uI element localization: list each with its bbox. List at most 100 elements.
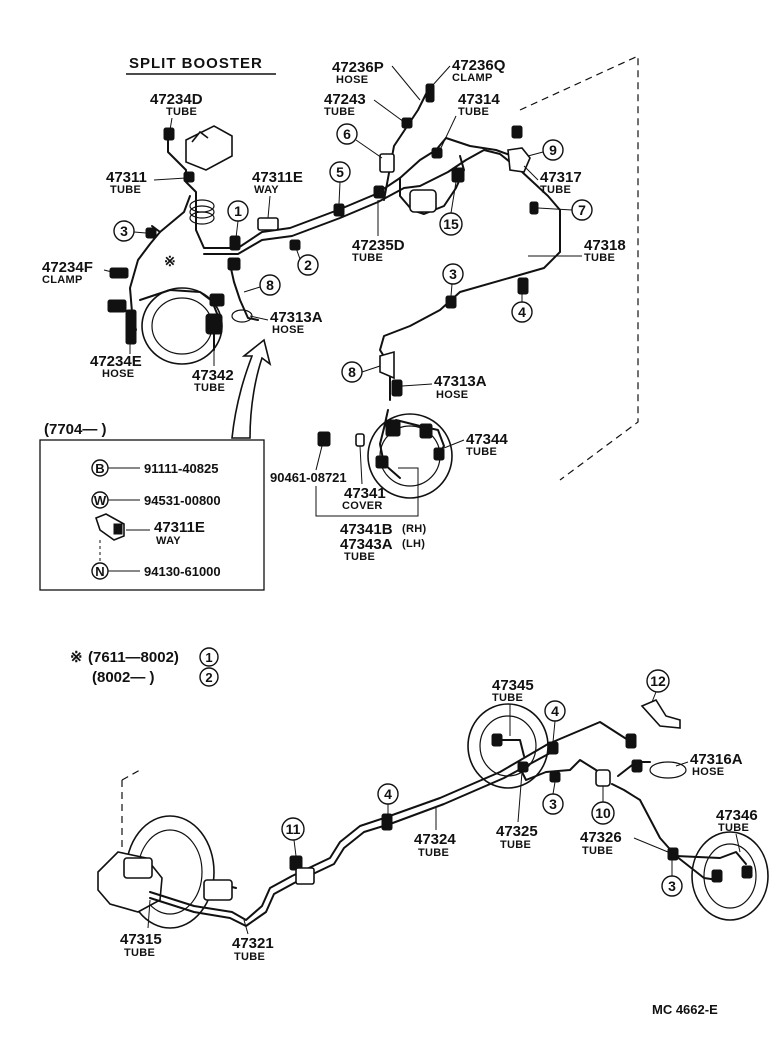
callout-15-top: 15	[439, 181, 463, 236]
label-47317: 47317 TUBE	[523, 165, 582, 196]
inset-date-range: (7704— )	[44, 421, 107, 438]
callout-1-top: 1	[227, 200, 249, 239]
svg-text:TUBE: TUBE	[584, 252, 615, 264]
svg-text:HOSE: HOSE	[102, 368, 134, 380]
label-47313A-mid: 47313A HOSE	[401, 373, 487, 401]
svg-text:TUBE: TUBE	[194, 382, 225, 394]
callout-10-bottom: 10	[591, 786, 615, 825]
note-asterisk: ※	[164, 253, 176, 269]
callout-3-top-mid: 3	[442, 263, 464, 297]
svg-text:TUBE: TUBE	[458, 106, 489, 118]
label-47314: 47314 TUBE	[439, 91, 500, 151]
svg-text:47315: 47315	[120, 931, 162, 948]
svg-text:TUBE: TUBE	[352, 252, 383, 264]
svg-text:1: 1	[234, 203, 242, 219]
svg-text:47316A: 47316A	[690, 751, 743, 768]
svg-text:47341: 47341	[344, 485, 386, 502]
svg-text:4: 4	[384, 786, 392, 802]
callout-5-top: 5	[329, 161, 351, 205]
diagram-title: SPLIT BOOSTER	[129, 55, 263, 72]
svg-text:TUBE: TUBE	[582, 845, 613, 857]
svg-text:94130-61000: 94130-61000	[144, 564, 221, 579]
label-47326: 47326 TUBE	[580, 829, 669, 857]
svg-text:47343A: 47343A	[340, 536, 393, 553]
bottom-tube-runs	[149, 721, 747, 927]
svg-text:WAY: WAY	[254, 184, 279, 196]
svg-text:TUBE: TUBE	[234, 951, 265, 963]
label-47324: 47324 TUBE	[414, 806, 456, 859]
svg-text:47311: 47311	[106, 169, 147, 186]
label-47235D: 47235D TUBE	[352, 200, 405, 264]
svg-text:※: ※	[70, 649, 83, 666]
svg-text:47313A: 47313A	[270, 309, 323, 326]
callout-9-top: 9	[527, 139, 564, 161]
svg-text:3: 3	[549, 796, 557, 812]
label-47316A: 47316A HOSE	[675, 751, 743, 778]
inset-box: (7704— ) B 91111-40825 W 94531-00800 473…	[39, 421, 265, 591]
callout-4-bottom-right: 4	[544, 700, 566, 743]
svg-text:4: 4	[551, 703, 559, 719]
svg-text:47311E: 47311E	[252, 169, 303, 186]
inset-row-N: N 94130-61000	[91, 562, 221, 580]
svg-text:91111-40825: 91111-40825	[144, 461, 218, 476]
label-47345: 47345 TUBE	[492, 677, 534, 736]
callout-8-mid: 8	[341, 361, 381, 383]
inset-row-B: B 91111-40825	[91, 459, 218, 477]
label-47311: 47311 TUBE	[106, 169, 187, 196]
svg-text:TUBE: TUBE	[718, 822, 749, 834]
label-47311E: 47311E WAY	[252, 169, 303, 219]
callout-4-top: 4	[511, 294, 533, 323]
svg-text:(7611—8002): (7611—8002)	[88, 649, 179, 666]
svg-text:12: 12	[650, 673, 666, 689]
callout-3-bottom-mid: 3	[542, 781, 564, 815]
svg-text:TUBE: TUBE	[110, 184, 141, 196]
label-47234F: 47234F CLAMP	[42, 259, 113, 286]
svg-text:HOSE: HOSE	[336, 74, 368, 86]
label-47341B-47343A: 47341B (RH) 47343A (LH) TUBE	[315, 467, 426, 563]
inset-pointer-arrow	[231, 338, 272, 439]
svg-text:47345: 47345	[492, 677, 534, 694]
svg-text:47314: 47314	[458, 91, 500, 108]
svg-text:6: 6	[343, 126, 351, 142]
svg-text:47235D: 47235D	[352, 237, 405, 254]
coil-tube	[189, 199, 215, 225]
svg-text:47342: 47342	[192, 367, 234, 384]
label-47315: 47315 TUBE	[120, 899, 162, 959]
legend: ※ (7611—8002) 1 (8002— ) 2	[70, 647, 219, 687]
master-cylinder	[185, 125, 233, 171]
label-47341: 47341 COVER	[342, 445, 386, 512]
svg-text:47234E: 47234E	[90, 353, 142, 370]
svg-text:8: 8	[266, 277, 274, 293]
svg-text:9: 9	[549, 142, 557, 158]
svg-text:2: 2	[205, 670, 212, 685]
rear-booster-bottom-right	[691, 831, 769, 921]
svg-text:TUBE: TUBE	[418, 847, 449, 859]
label-47325: 47325 TUBE	[496, 771, 538, 851]
label-47313A-top: 47313A HOSE	[249, 309, 323, 336]
callout-2-top: 2	[295, 247, 319, 276]
svg-text:TUBE: TUBE	[540, 184, 571, 196]
svg-text:CLAMP: CLAMP	[452, 72, 493, 84]
svg-text:3: 3	[668, 878, 676, 894]
svg-text:TUBE: TUBE	[324, 106, 355, 118]
svg-text:11: 11	[286, 821, 301, 837]
svg-text:47321: 47321	[232, 935, 274, 952]
inset-row-way: 47311E WAY	[95, 513, 205, 562]
svg-text:HOSE: HOSE	[436, 389, 468, 401]
label-47342: 47342 TUBE	[192, 350, 234, 394]
callout-11-bottom: 11	[281, 817, 305, 857]
label-47346: 47346 TUBE	[716, 807, 758, 853]
svg-text:7: 7	[578, 202, 586, 218]
svg-text:47234F: 47234F	[42, 259, 93, 276]
svg-text:CLAMP: CLAMP	[42, 274, 83, 286]
callout-6-top: 6	[336, 123, 383, 159]
inset-row-W: W 94531-00800	[91, 491, 221, 509]
svg-text:47344: 47344	[466, 431, 508, 448]
svg-text:8: 8	[348, 364, 356, 380]
top-fittings	[107, 83, 539, 469]
label-47243: 47243 TUBE	[324, 91, 405, 123]
svg-text:47318: 47318	[584, 237, 626, 254]
svg-text:47317: 47317	[540, 169, 582, 186]
svg-text:COVER: COVER	[342, 500, 383, 512]
